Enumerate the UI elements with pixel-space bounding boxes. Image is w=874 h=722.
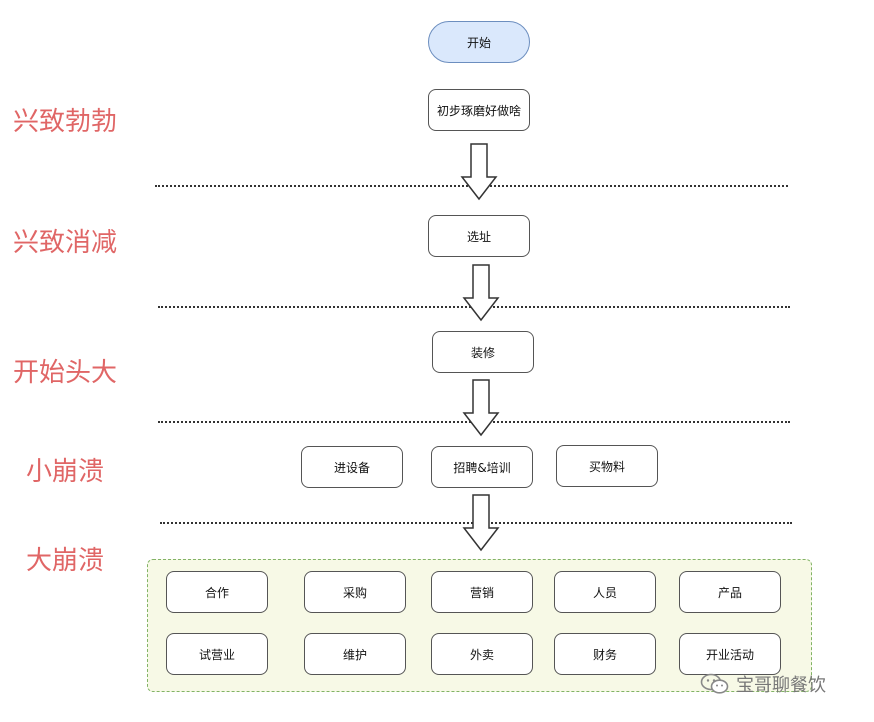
group-item-staff: 人员 (554, 571, 656, 613)
group-item-label: 外卖 (469, 647, 494, 662)
group-item-trial-operation: 试营业 (166, 633, 268, 675)
stage-label-4: 小崩溃 (26, 457, 105, 487)
group-item-delivery: 外卖 (431, 633, 533, 675)
group-item-cooperation: 合作 (166, 571, 268, 613)
node-renovation-label: 装修 (470, 345, 495, 360)
group-item-label: 开业活动 (705, 647, 754, 662)
group-item-label: 财务 (592, 647, 617, 662)
start-node-label: 开始 (466, 35, 491, 50)
group-item-label: 试营业 (198, 647, 235, 662)
group-item-opening-event: 开业活动 (679, 633, 781, 675)
watermark: 宝哥聊餐饮 (700, 670, 826, 698)
group-item-label: 营销 (469, 585, 494, 600)
start-node: 开始 (428, 21, 530, 63)
node-hiring-training: 招聘&培训 (431, 446, 533, 488)
group-item-finance: 财务 (554, 633, 656, 675)
node-equipment-label: 进设备 (333, 460, 370, 475)
group-item-label: 合作 (204, 585, 229, 600)
group-item-maintenance: 维护 (304, 633, 406, 675)
stage-label-1: 兴致勃勃 (13, 107, 118, 137)
stage-label-5: 大崩溃 (26, 546, 105, 576)
group-item-product: 产品 (679, 571, 781, 613)
node-initial-idea: 初步琢磨好做啥 (428, 89, 530, 131)
stage-label-3: 开始头大 (13, 358, 118, 388)
arrow-down-4 (462, 494, 500, 552)
node-initial-idea-label: 初步琢磨好做啥 (436, 103, 521, 118)
wechat-icon (700, 673, 729, 694)
group-item-label: 采购 (342, 585, 367, 600)
node-materials: 买物料 (556, 445, 658, 487)
node-renovation: 装修 (432, 331, 534, 373)
group-item-label: 产品 (717, 585, 742, 600)
node-site-selection: 选址 (428, 215, 530, 257)
watermark-text: 宝哥聊餐饮 (736, 675, 826, 696)
node-site-selection-label: 选址 (466, 229, 491, 244)
arrow-down-1 (460, 143, 498, 201)
node-materials-label: 买物料 (588, 459, 625, 474)
group-item-label: 人员 (592, 585, 617, 600)
stage-label-2: 兴致消减 (13, 228, 118, 258)
arrow-down-3 (462, 379, 500, 437)
group-item-marketing: 营销 (431, 571, 533, 613)
node-equipment: 进设备 (301, 446, 403, 488)
group-item-procurement: 采购 (304, 571, 406, 613)
node-hiring-training-label: 招聘&培训 (453, 460, 511, 475)
arrow-down-2 (462, 264, 500, 322)
group-item-label: 维护 (342, 647, 367, 662)
